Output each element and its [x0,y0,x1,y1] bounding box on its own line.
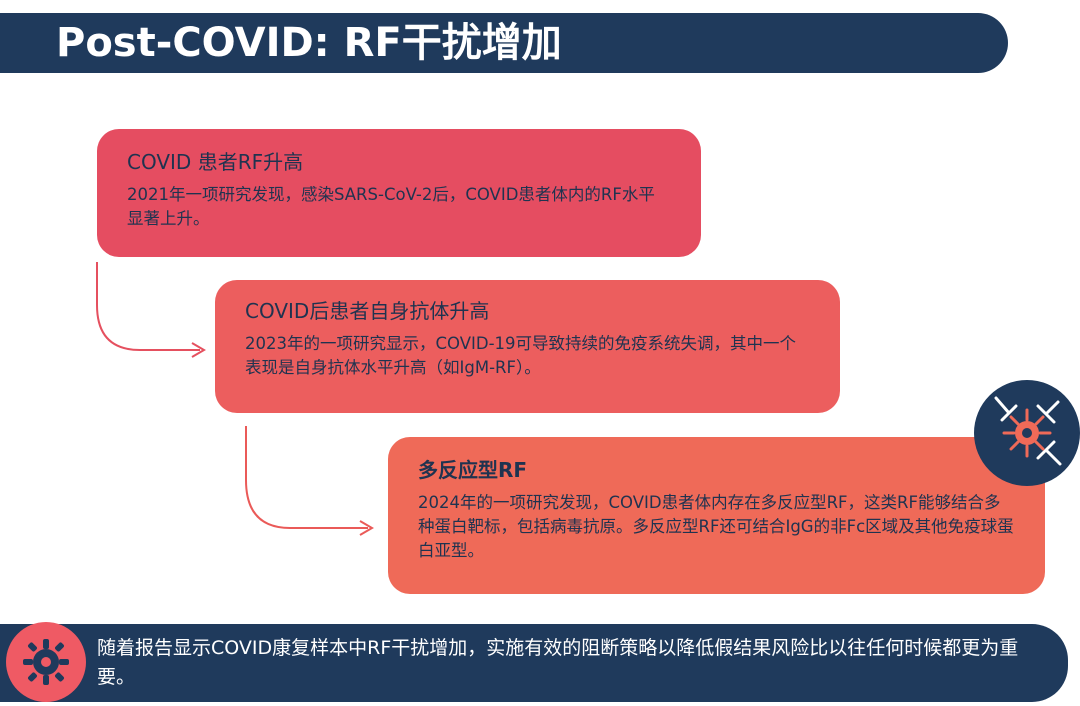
card-covid-patients-rf: COVID 患者RF升高 2021年一项研究发现，感染SARS-CoV-2后，C… [97,129,701,257]
connector-arrowhead-2 [359,520,374,536]
footer-text: 随着报告显示COVID康复样本中RF干扰增加，实施有效的阻断策略以降低假结果风险… [97,637,1019,688]
footer-banner: 随着报告显示COVID康复样本中RF干扰增加，实施有效的阻断策略以降低假结果风险… [0,624,1068,702]
card-title: COVID 患者RF升高 [127,150,304,174]
antibody-virus-icon [974,380,1080,486]
card-title: COVID后患者自身抗体升高 [245,299,490,323]
title-banner: Post-COVID: RF干扰增加 [0,13,1008,73]
connector-arrowhead-1 [191,342,206,358]
card-body: 2023年的一项研究显示，COVID-19可导致持续的免疫系统失调，其中一个表现… [245,334,797,377]
connector-arrow-1 [96,262,200,351]
card-post-covid-autoantibodies: COVID后患者自身抗体升高 2023年的一项研究显示，COVID-19可导致持… [215,280,840,413]
card-body: 2024年的一项研究发现，COVID患者体内存在多反应型RF，这类RF能够结合多… [418,493,1014,560]
card-polyreactive-rf: 多反应型RF 2024年的一项研究发现，COVID患者体内存在多反应型RF，这类… [388,437,1045,594]
virus-gear-icon [6,622,86,702]
card-title: 多反应型RF [418,458,528,482]
page-title: Post-COVID: RF干扰增加 [56,20,562,66]
connector-arrow-2 [245,426,368,529]
card-body: 2021年一项研究发现，感染SARS-CoV-2后，COVID患者体内的RF水平… [127,185,655,228]
